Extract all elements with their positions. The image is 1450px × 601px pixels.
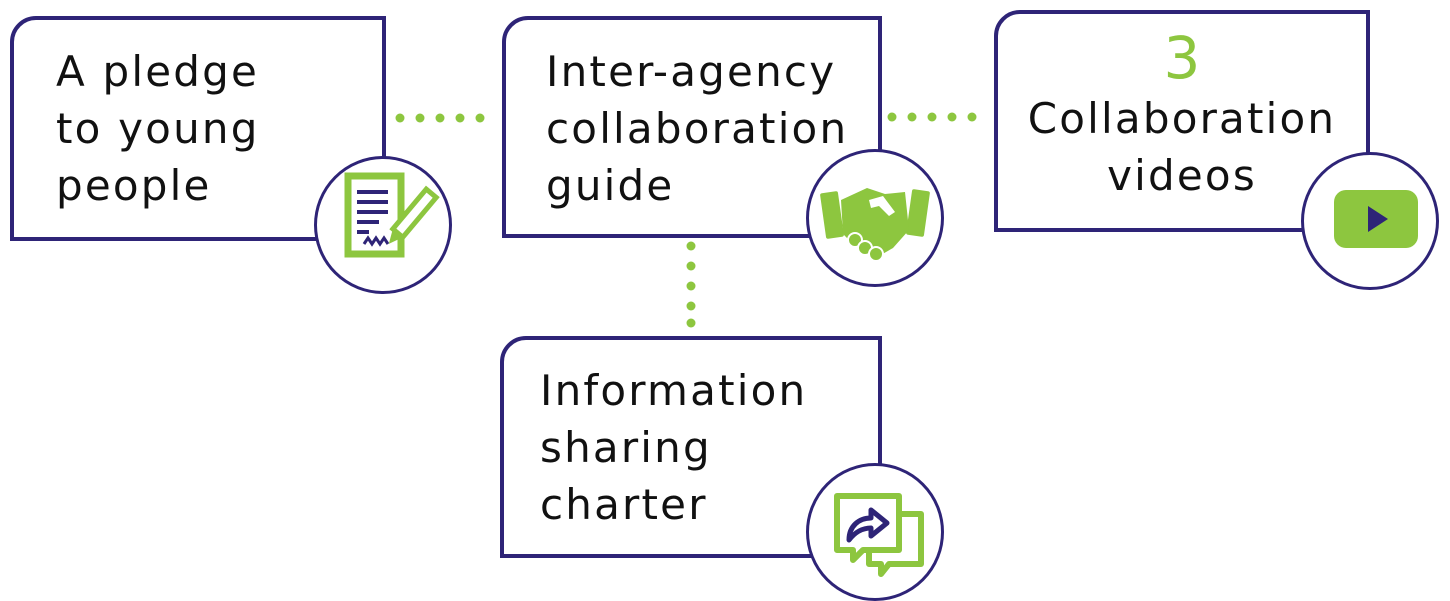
- handshake-icon: [806, 149, 944, 287]
- connector-guide-charter: [686, 241, 696, 328]
- video-play-icon[interactable]: [1301, 152, 1439, 290]
- card-charter-label: Information sharing charter: [540, 366, 808, 529]
- video-count: 3: [1163, 24, 1201, 92]
- card-videos-label: Collaboration videos: [1027, 94, 1337, 200]
- card-guide-label: Inter-agency collaboration guide: [546, 47, 849, 210]
- card-videos: 3 Collaboration videos: [994, 10, 1370, 232]
- connector-guide-videos: [887, 112, 977, 122]
- document-sign-icon: [314, 156, 452, 294]
- share-chat-icon: [806, 463, 944, 601]
- card-pledge: A pledge to young people: [10, 16, 386, 241]
- connector-pledge-guide: [395, 113, 485, 123]
- card-pledge-label: A pledge to young people: [56, 47, 260, 210]
